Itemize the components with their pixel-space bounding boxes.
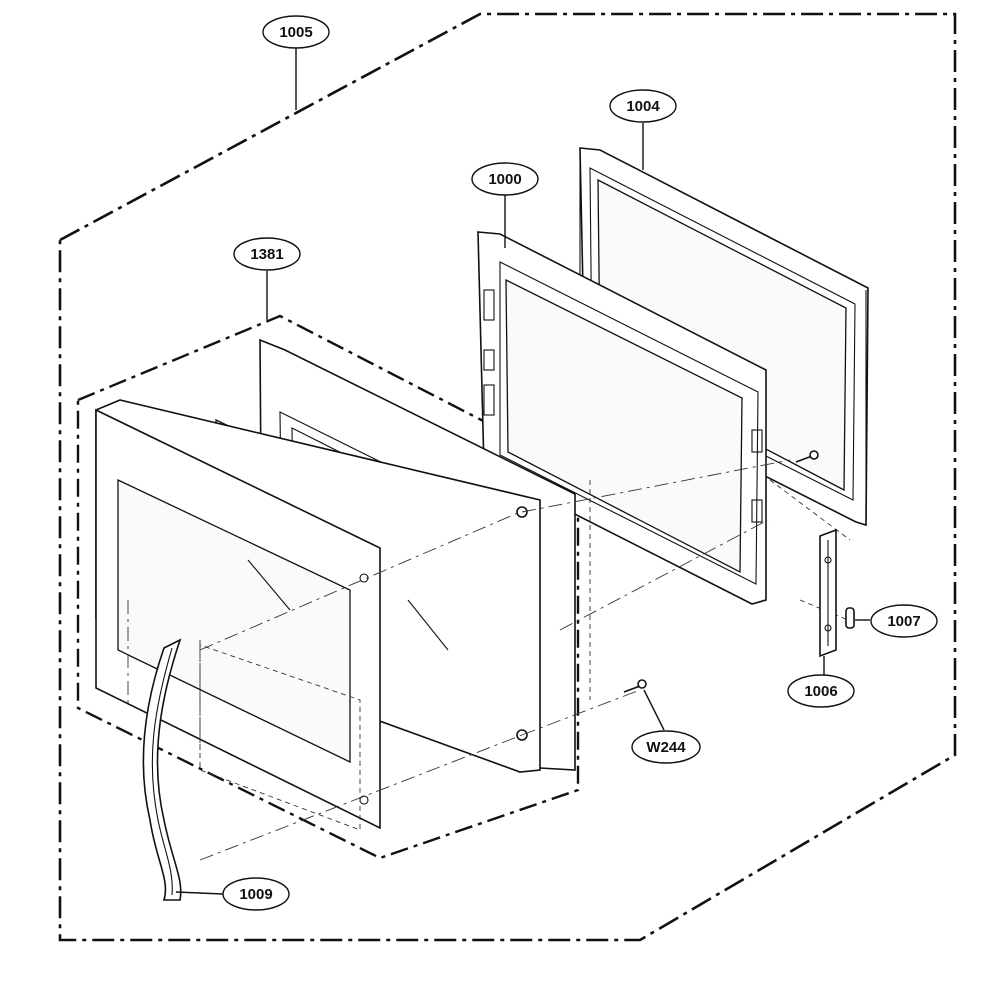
callout-1009: 1009: [175, 877, 290, 911]
part-1004-rear-frame: [579, 147, 869, 527]
assembly-boundary-1381: [76, 314, 580, 860]
part-1381-outer-door-panel: [95, 399, 541, 830]
part-w244-screw: [623, 679, 647, 693]
callout-label-1005: 1005: [279, 24, 312, 41]
assembly-boundary-1005: [58, 12, 957, 942]
callout-1381: 1381: [233, 237, 301, 320]
callout-label-1007: 1007: [887, 613, 920, 630]
callout-1005: 1005: [262, 15, 330, 110]
part-1009-handle: [142, 638, 182, 901]
callout-w244: W244: [631, 689, 701, 764]
part-1007-spring: [845, 607, 855, 629]
callout-label-1000: 1000: [488, 171, 521, 188]
callout-label-1009: 1009: [239, 886, 272, 903]
callout-label-1004: 1004: [626, 98, 660, 115]
callout-1000: 1000: [471, 162, 539, 248]
callout-1004: 1004: [609, 89, 677, 170]
callout-label-w244: W244: [646, 739, 686, 756]
part-1006-latch: [819, 528, 837, 658]
callout-label-1381: 1381: [250, 246, 283, 263]
part-1000-door-chassis: [477, 231, 819, 605]
callout-1006: 1006: [787, 656, 855, 708]
assembly-lines: [127, 459, 851, 861]
callout-1007: 1007: [855, 604, 938, 638]
callout-label-1006: 1006: [804, 683, 837, 700]
